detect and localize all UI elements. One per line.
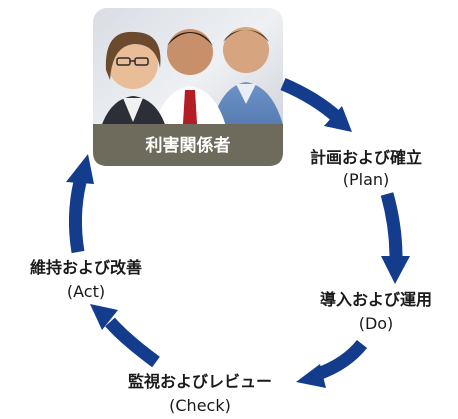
caption-band <box>93 124 283 166</box>
arrow-to-do-icon <box>380 192 410 284</box>
stage-check: 監視およびレビュー (Check) <box>128 372 272 415</box>
stakeholder-caption: 利害関係者 <box>146 135 231 156</box>
stage-do: 導入および運用 (Do) <box>320 290 432 333</box>
stage-plan-sub: (Plan) <box>343 170 390 189</box>
stage-do-sub: (Do) <box>359 314 394 333</box>
arrow-to-check-icon <box>296 339 368 388</box>
stage-plan-label: 計画および確立 <box>310 148 422 167</box>
stage-check-sub: (Check) <box>169 396 231 415</box>
stage-act-sub: (Act) <box>67 282 105 301</box>
stage-do-label: 導入および運用 <box>320 290 432 309</box>
stage-act: 維持および改善 (Act) <box>30 258 142 301</box>
stakeholder-photo: 利害関係者 <box>93 8 283 166</box>
arrow-to-act-icon <box>90 304 160 368</box>
stage-act-label: 維持および改善 <box>30 258 142 277</box>
cycle-arrows <box>66 78 410 388</box>
arrow-to-stakeholder-icon <box>66 154 94 254</box>
arrow-to-plan-icon <box>280 78 352 132</box>
stage-plan: 計画および確立 (Plan) <box>310 148 422 189</box>
stage-check-label: 監視およびレビュー <box>128 372 272 391</box>
